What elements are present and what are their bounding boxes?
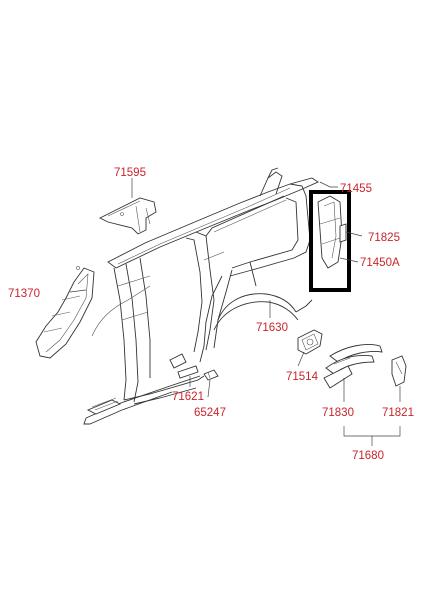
label-71370: 71370 [8, 288, 40, 300]
part-71450A-pillar [317, 195, 347, 269]
label-71450A: 71450A [360, 257, 400, 269]
part-65247-clip [203, 369, 219, 381]
label-71455: 71455 [340, 183, 372, 195]
label-65247: 65247 [194, 407, 226, 419]
highlight-frame [309, 190, 351, 292]
label-71821: 71821 [382, 407, 414, 419]
label-71621: 71621 [172, 391, 204, 403]
label-71514: 71514 [286, 371, 319, 383]
label-71630: 71630 [256, 322, 288, 334]
label-71680: 71680 [352, 450, 384, 462]
label-71825: 71825 [368, 232, 400, 244]
part-71830-arch [323, 344, 383, 389]
part-71370-reinforcement [35, 266, 95, 359]
leader-lines [69, 178, 401, 446]
label-71595: 71595 [114, 167, 146, 179]
part-71821-corner [391, 355, 407, 387]
side-body-panel [83, 167, 319, 425]
part-71514-fuel-housing [297, 329, 323, 355]
label-71830: 71830 [322, 407, 354, 419]
part-71595-bracket [98, 197, 157, 235]
